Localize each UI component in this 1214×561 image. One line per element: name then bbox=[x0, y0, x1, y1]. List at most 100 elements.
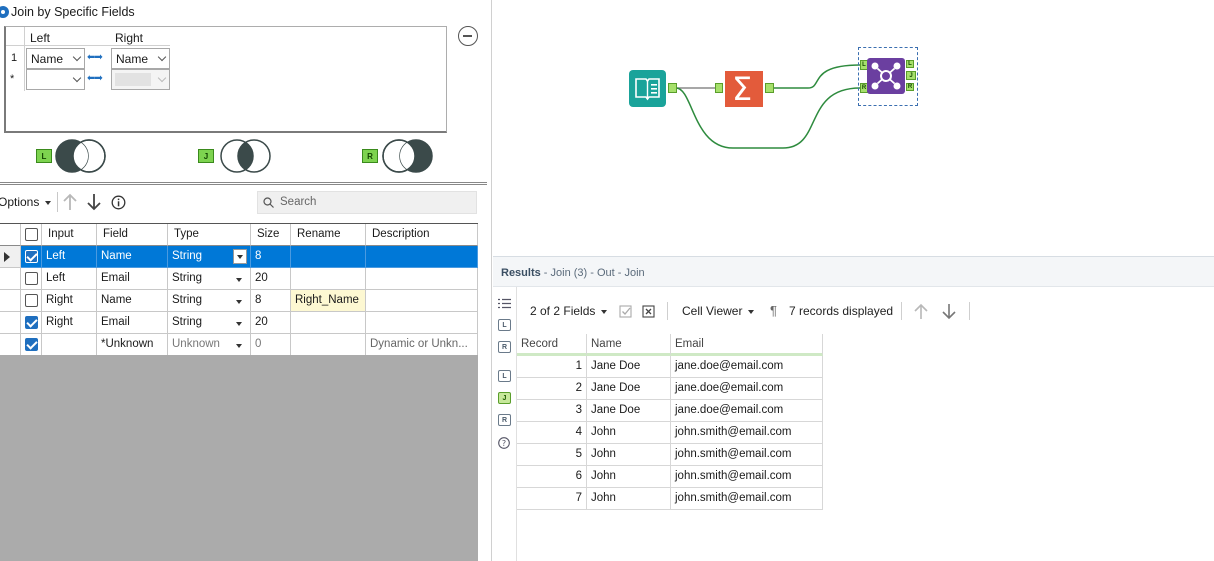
cell-rename[interactable] bbox=[291, 268, 366, 290]
right-join-venn[interactable] bbox=[380, 138, 440, 174]
col-name[interactable]: Name bbox=[587, 334, 671, 356]
anchor-l-icon[interactable]: L bbox=[498, 319, 511, 331]
join-right-output-port[interactable]: R bbox=[906, 83, 914, 91]
caret-down-icon[interactable] bbox=[233, 339, 245, 351]
summarize-input-port[interactable] bbox=[715, 83, 723, 93]
table-row[interactable]: Right Name String 8 Right_Name bbox=[0, 290, 478, 312]
clear-icon[interactable] bbox=[642, 305, 655, 318]
right-key-select[interactable]: Name bbox=[111, 48, 170, 69]
caret-down-icon[interactable] bbox=[233, 295, 245, 307]
help-icon[interactable]: ? bbox=[498, 437, 510, 449]
caret-down-icon[interactable] bbox=[233, 249, 247, 264]
info-icon[interactable] bbox=[111, 195, 126, 210]
row-checkbox[interactable] bbox=[25, 338, 38, 351]
cell-record: 7 bbox=[517, 488, 587, 510]
cell-input: Left bbox=[42, 246, 97, 268]
move-up-icon[interactable] bbox=[62, 193, 78, 211]
pilcrow-icon[interactable]: ¶ bbox=[770, 303, 777, 318]
checkbox-edit-icon[interactable] bbox=[619, 305, 633, 318]
row-checkbox[interactable] bbox=[25, 294, 38, 307]
table-row[interactable]: Left Email String 20 bbox=[0, 268, 478, 290]
row-checkbox[interactable] bbox=[25, 250, 38, 263]
cell-description[interactable] bbox=[366, 246, 478, 268]
join-left-output-port[interactable]: L bbox=[906, 60, 914, 68]
table-row[interactable]: *Unknown Unknown 0 Dynamic or Unkn... bbox=[0, 334, 478, 356]
left-key-select[interactable]: Name bbox=[26, 48, 85, 69]
join-mode-radio[interactable] bbox=[0, 6, 9, 18]
cell-type[interactable]: Unknown bbox=[168, 334, 251, 356]
type-value: String bbox=[172, 316, 203, 328]
cell-size[interactable]: 20 bbox=[251, 312, 291, 334]
move-down-icon[interactable] bbox=[86, 193, 102, 211]
cell-type[interactable]: String bbox=[168, 290, 251, 312]
col-email[interactable]: Email bbox=[671, 334, 823, 356]
grid-empty-area bbox=[0, 355, 478, 561]
type-value: String bbox=[172, 272, 203, 284]
header-rename[interactable]: Rename bbox=[291, 224, 366, 246]
caret-down-icon bbox=[45, 200, 52, 205]
col-record[interactable]: Record bbox=[517, 334, 587, 356]
remove-key-button[interactable] bbox=[458, 26, 478, 46]
inner-join-venn[interactable] bbox=[218, 138, 278, 174]
cell-rename[interactable] bbox=[291, 334, 366, 356]
cell-description[interactable] bbox=[366, 290, 478, 312]
input-tool-output-port[interactable] bbox=[668, 83, 677, 93]
fields-dropdown[interactable]: 2 of 2 Fields bbox=[530, 304, 608, 318]
select-all-checkbox[interactable] bbox=[25, 228, 38, 241]
cell-size[interactable]: 20 bbox=[251, 268, 291, 290]
cell-email: jane.doe@email.com bbox=[671, 356, 823, 378]
cell-size[interactable]: 8 bbox=[251, 246, 291, 268]
cell-size[interactable]: 0 bbox=[251, 334, 291, 356]
row-check-cell bbox=[21, 312, 42, 334]
anchor-r-icon[interactable]: R bbox=[498, 414, 511, 426]
type-value: String bbox=[172, 294, 203, 306]
table-row[interactable]: Right Email String 20 bbox=[0, 312, 478, 334]
cell-type[interactable]: String bbox=[168, 268, 251, 290]
join-output-port[interactable]: J bbox=[906, 71, 916, 80]
header-description[interactable]: Description bbox=[366, 224, 478, 246]
cell-rename[interactable]: Right_Name bbox=[291, 290, 366, 312]
cell-field: Email bbox=[97, 312, 168, 334]
cell-record: 6 bbox=[517, 466, 587, 488]
cell-name: Jane Doe bbox=[587, 356, 671, 378]
cell-viewer-dropdown[interactable]: Cell Viewer bbox=[682, 304, 755, 318]
cell-description[interactable]: Dynamic or Unkn... bbox=[366, 334, 478, 356]
row-checkbox[interactable] bbox=[25, 316, 38, 329]
cell-input: Right bbox=[42, 312, 97, 334]
header-field[interactable]: Field bbox=[97, 224, 168, 246]
header-size[interactable]: Size bbox=[251, 224, 291, 246]
header-input[interactable]: Input bbox=[42, 224, 97, 246]
search-input[interactable] bbox=[257, 191, 477, 214]
scroll-down-icon[interactable] bbox=[941, 303, 957, 320]
cell-size[interactable]: 8 bbox=[251, 290, 291, 312]
header-type[interactable]: Type bbox=[168, 224, 251, 246]
caret-down-icon[interactable] bbox=[233, 273, 245, 285]
cell-email: john.smith@email.com bbox=[671, 444, 823, 466]
cell-name: John bbox=[587, 444, 671, 466]
workflow-canvas[interactable] bbox=[493, 0, 1214, 255]
new-left-key-select[interactable] bbox=[26, 69, 85, 90]
summarize-output-port[interactable] bbox=[765, 83, 774, 93]
row-checkbox[interactable] bbox=[25, 272, 38, 285]
options-menu[interactable]: Options bbox=[0, 195, 52, 209]
summarize-tool[interactable] bbox=[725, 71, 763, 107]
cell-rename[interactable] bbox=[291, 312, 366, 334]
table-row[interactable]: Left Name String 8 bbox=[0, 246, 478, 268]
left-join-venn[interactable] bbox=[53, 138, 113, 174]
cell-description[interactable] bbox=[366, 268, 478, 290]
list-icon[interactable] bbox=[498, 298, 511, 309]
header-indicator-cell bbox=[0, 224, 21, 246]
swap-arrows-icon: ⬅➡ bbox=[87, 73, 103, 84]
new-right-key-select[interactable] bbox=[111, 69, 170, 90]
anchor-r-icon[interactable]: R bbox=[498, 341, 511, 353]
caret-down-icon[interactable] bbox=[233, 317, 245, 329]
keys-right-header: Right bbox=[115, 31, 144, 45]
cell-type[interactable]: String bbox=[168, 246, 251, 268]
anchor-j-icon[interactable]: J bbox=[498, 392, 511, 404]
row-pointer-icon bbox=[4, 252, 10, 262]
anchor-l-icon[interactable]: L bbox=[498, 370, 511, 382]
cell-description[interactable] bbox=[366, 312, 478, 334]
cell-type[interactable]: String bbox=[168, 312, 251, 334]
cell-rename[interactable] bbox=[291, 246, 366, 268]
scroll-up-icon[interactable] bbox=[913, 303, 929, 320]
